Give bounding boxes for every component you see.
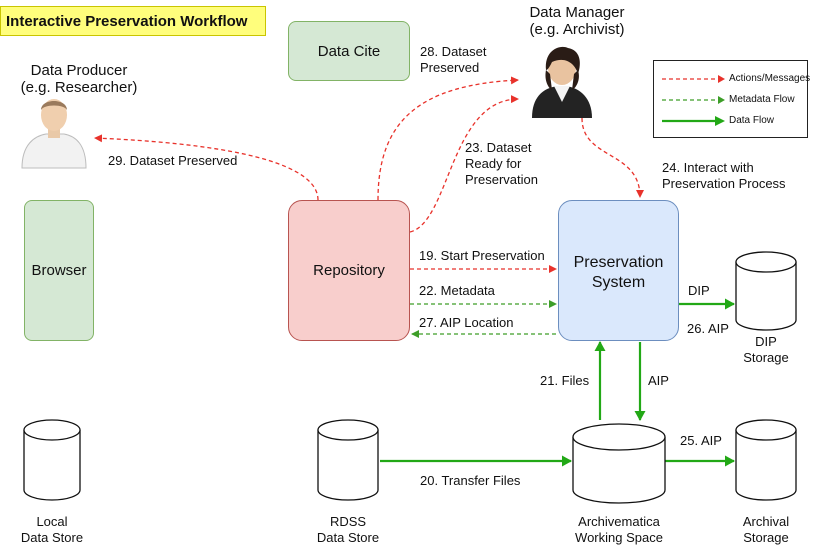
dip-storage-label: DIP Storage [743,334,789,365]
archivematica-cylinder-icon [572,423,666,504]
data-manager-label: Data Manager (e.g. Archivist) [529,4,625,38]
edge-28-line [377,76,519,201]
edge-29-label: 29. Dataset Preserved [108,153,238,168]
diagram-title-text: Interactive Preservation Workflow [6,12,248,30]
legend-dataflow-label: Data Flow [729,115,775,126]
archival-storage-cylinder-icon [735,419,797,501]
edge-19-label: 19. Start Preservation [419,248,545,263]
browser-label: Browser [31,262,87,279]
edge-26-label: 26. AIP [687,321,729,336]
edge-22-label: 22. Metadata [419,283,495,298]
datacite-label: Data Cite [317,42,381,60]
edge-21-label: 21. Files [540,373,590,388]
edge-25-label: 25. AIP [680,433,722,448]
legend-actions-label: Actions/Messages [729,73,811,84]
repository-label: Repository [313,262,385,279]
edge-20-label: 20. Transfer Files [420,473,521,488]
edge-24-label: 24. Interact with Preservation Process [662,160,786,191]
edge-24-line [581,117,644,198]
data-manager-person-icon [532,46,592,118]
edge-28-label: 28. Dataset Preserved [420,44,487,75]
local-store-cylinder-icon [23,419,81,501]
rdss-store-label: RDSS Data Store [316,514,380,545]
legend-metadata-row: Metadata Flow [654,93,807,107]
legend-dataflow-swatch [662,116,725,126]
rdss-store-cylinder-icon [317,419,379,501]
edge-29-line [94,134,319,201]
repository-node: Repository [288,200,410,341]
edge-23-line [409,95,519,233]
preservation-system-label: Preservation System [573,254,664,291]
datacite-node: Data Cite [288,21,410,81]
archivematica-label: Archivematica Working Space [575,514,663,545]
edge-dip-label: DIP [688,283,710,298]
edge-27-label: 27. AIP Location [419,315,514,330]
local-store-label: Local Data Store [20,514,84,545]
legend-actions-row: Actions/Messages [654,72,811,86]
legend-dataflow-row: Data Flow [654,114,807,128]
legend-metadata-label: Metadata Flow [729,94,795,105]
browser-node: Browser [24,200,94,341]
data-producer-label: Data Producer (e.g. Researcher) [20,62,138,96]
edge-aip-label: AIP [648,373,669,388]
edge-23-label: 23. Dataset Ready for Preservation [465,140,538,187]
archival-storage-label: Archival Storage [742,514,790,545]
preservation-system-node: Preservation System [558,200,679,341]
legend-metadata-swatch [662,96,725,104]
legend-actions-swatch [662,75,725,83]
legend: Actions/Messages Metadata Flow Data Flow [653,60,811,138]
data-producer-person-icon [21,99,87,169]
diagram-title: Interactive Preservation Workflow [0,6,266,36]
dip-storage-cylinder-icon [735,251,797,331]
